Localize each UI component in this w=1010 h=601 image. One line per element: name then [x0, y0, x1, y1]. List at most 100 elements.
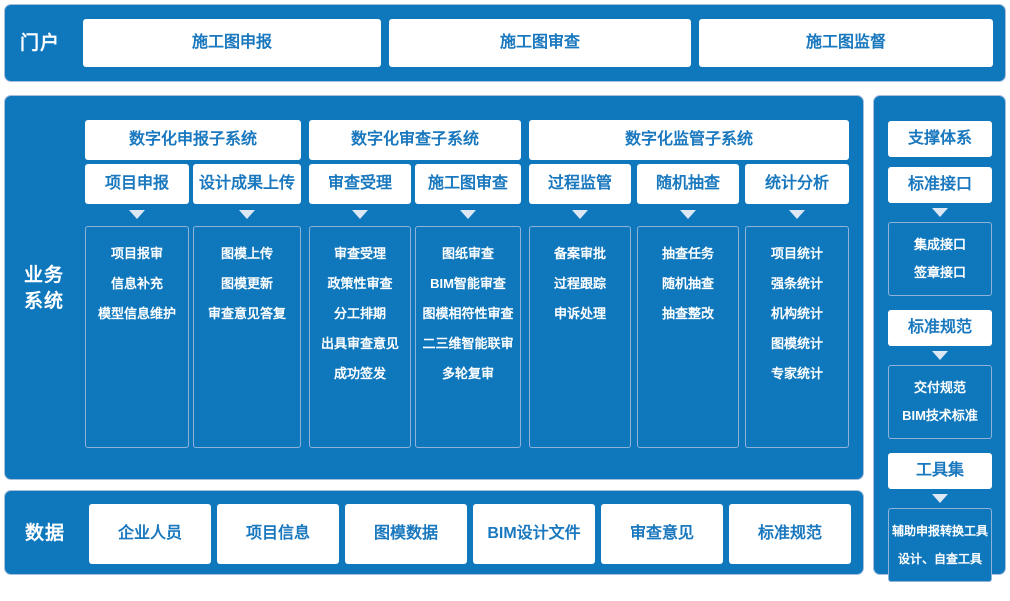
list-item: 图模更新: [220, 276, 273, 291]
list-item: 分工排期: [333, 306, 386, 321]
down-arrow-icon: [460, 210, 476, 219]
portal-panel: 门户 施工图申报 施工图审查 施工图监督: [4, 4, 1006, 82]
down-arrow-icon: [789, 210, 805, 219]
down-arrow-icon: [932, 351, 948, 360]
list-item: 申诉处理: [553, 306, 606, 321]
function-items-project-declaration: 项目报审 信息补充 模型信息维护: [85, 226, 189, 448]
support-group-title-standard-specification[interactable]: 标准规范: [888, 310, 992, 346]
function-items-process-supervision: 备案审批 过程跟踪 申诉处理: [529, 226, 631, 448]
function-items-design-upload: 图模上传 图模更新 审查意见答复: [193, 226, 301, 448]
portal-card-supervision[interactable]: 施工图监督: [699, 19, 993, 67]
support-heading-card[interactable]: 支撑体系: [888, 121, 992, 157]
list-item: 项目报审: [110, 246, 163, 261]
function-card-process-supervision[interactable]: 过程监管: [529, 164, 631, 204]
support-group-items-standard-interface: 集成接口 签章接口: [888, 222, 992, 296]
list-item: 图模统计: [770, 336, 823, 351]
list-item: 图模上传: [220, 246, 273, 261]
list-item: 过程跟踪: [553, 276, 606, 291]
data-panel: 数据 企业人员 项目信息 图模数据 BIM设计文件 审查意见 标准规范: [4, 490, 864, 575]
list-item: BIM智能审查: [430, 276, 506, 291]
list-item: 签章接口: [913, 265, 966, 280]
portal-row-label: 门户: [5, 5, 75, 83]
down-arrow-icon: [572, 210, 588, 219]
list-item: 审查意见答复: [207, 306, 286, 321]
list-item: 模型信息维护: [97, 306, 176, 321]
list-item: 审查受理: [333, 246, 386, 261]
list-item: 抽查任务: [661, 246, 714, 261]
list-item: 强条统计: [770, 276, 823, 291]
down-arrow-icon: [932, 494, 948, 503]
function-card-label: 统计分析: [764, 175, 829, 192]
data-label-text: 数据: [24, 522, 65, 544]
subsystem-title-label: 数字化申报子系统: [128, 131, 257, 148]
support-heading-label: 支撑体系: [907, 130, 972, 147]
list-item: 政策性审查: [327, 276, 393, 291]
portal-card-label: 施工图申报: [191, 34, 272, 51]
function-card-project-declaration[interactable]: 项目申报: [85, 164, 189, 204]
subsystem-title-review[interactable]: 数字化审查子系统: [309, 120, 521, 160]
function-items-random-inspection: 抽查任务 随机抽查 抽查整改: [637, 226, 739, 448]
data-card-standard-specification[interactable]: 标准规范: [729, 504, 851, 564]
business-label-line1: 业务: [23, 264, 64, 286]
list-item: 图纸审查: [441, 246, 494, 261]
data-card-drawing-model-data[interactable]: 图模数据: [345, 504, 467, 564]
list-item: 备案审批: [553, 246, 606, 261]
portal-card-review[interactable]: 施工图审查: [389, 19, 691, 67]
support-group-items-standard-specification: 交付规范 BIM技术标准: [888, 365, 992, 439]
business-row-label: 业务 系统: [5, 96, 83, 481]
support-group-items-toolset: 辅助申报转换工具 设计、自查工具: [888, 508, 992, 582]
business-system-panel: 业务 系统 数字化申报子系统 项目申报 项目报审 信息补充 模型信息维护 设计成…: [4, 95, 864, 480]
business-label-line2: 系统: [23, 290, 64, 312]
down-arrow-icon: [129, 210, 145, 219]
function-card-label: 过程监管: [547, 175, 612, 192]
function-card-statistical-analysis[interactable]: 统计分析: [745, 164, 849, 204]
data-card-bim-design-files[interactable]: BIM设计文件: [473, 504, 595, 564]
list-item: 专家统计: [770, 366, 823, 381]
function-items-construction-drawing-review: 图纸审查 BIM智能审查 图模相符性审查 二三维智能联审 多轮复审: [415, 226, 521, 448]
list-item: 交付规范: [913, 380, 966, 395]
list-item: 信息补充: [110, 276, 163, 291]
function-card-construction-drawing-review[interactable]: 施工图审查: [415, 164, 521, 204]
down-arrow-icon: [932, 208, 948, 217]
support-group-title-label: 标准规范: [907, 319, 972, 336]
subsystem-title-supervision[interactable]: 数字化监管子系统: [529, 120, 849, 160]
list-item: 设计、自查工具: [897, 552, 982, 566]
data-card-project-info[interactable]: 项目信息: [217, 504, 339, 564]
list-item: 项目统计: [770, 246, 823, 261]
support-group-title-label: 标准接口: [907, 176, 972, 193]
function-card-review-acceptance[interactable]: 审查受理: [309, 164, 411, 204]
support-system-panel: 支撑体系 标准接口 集成接口 签章接口 标准规范 交付规范 BIM技术标准 工具…: [873, 95, 1006, 582]
function-card-label: 项目申报: [104, 175, 169, 192]
list-item: 抽查整改: [661, 306, 714, 321]
data-card-label: 图模数据: [373, 525, 438, 542]
list-item: 集成接口: [913, 237, 966, 252]
portal-label-text: 门户: [19, 33, 60, 54]
function-card-label: 审查受理: [327, 175, 392, 192]
function-card-label: 施工图审查: [427, 175, 508, 192]
down-arrow-icon: [352, 210, 368, 219]
function-items-statistical-analysis: 项目统计 强条统计 机构统计 图模统计 专家统计: [745, 226, 849, 448]
subsystem-title-label: 数字化监管子系统: [624, 131, 753, 148]
list-item: 多轮复审: [441, 366, 494, 381]
function-card-label: 设计成果上传: [198, 175, 295, 192]
data-card-label: 审查意见: [629, 525, 694, 542]
function-card-design-upload[interactable]: 设计成果上传: [193, 164, 301, 204]
data-card-enterprise-personnel[interactable]: 企业人员: [89, 504, 211, 564]
portal-card-label: 施工图审查: [499, 34, 580, 51]
data-card-label: BIM设计文件: [487, 525, 581, 542]
list-item: 二三维智能联审: [422, 336, 514, 351]
data-card-label: 标准规范: [757, 525, 822, 542]
list-item: 图模相符性审查: [422, 306, 514, 321]
list-item: 辅助申报转换工具: [891, 524, 988, 538]
subsystem-title-declaration[interactable]: 数字化申报子系统: [85, 120, 301, 160]
data-card-label: 企业人员: [117, 525, 182, 542]
portal-card-declaration[interactable]: 施工图申报: [83, 19, 381, 67]
data-row-label: 数据: [5, 491, 85, 576]
support-group-title-standard-interface[interactable]: 标准接口: [888, 167, 992, 203]
data-card-review-comments[interactable]: 审查意见: [601, 504, 723, 564]
down-arrow-icon: [680, 210, 696, 219]
data-card-label: 项目信息: [245, 525, 310, 542]
function-card-random-inspection[interactable]: 随机抽查: [637, 164, 739, 204]
support-group-title-toolset[interactable]: 工具集: [888, 453, 992, 489]
